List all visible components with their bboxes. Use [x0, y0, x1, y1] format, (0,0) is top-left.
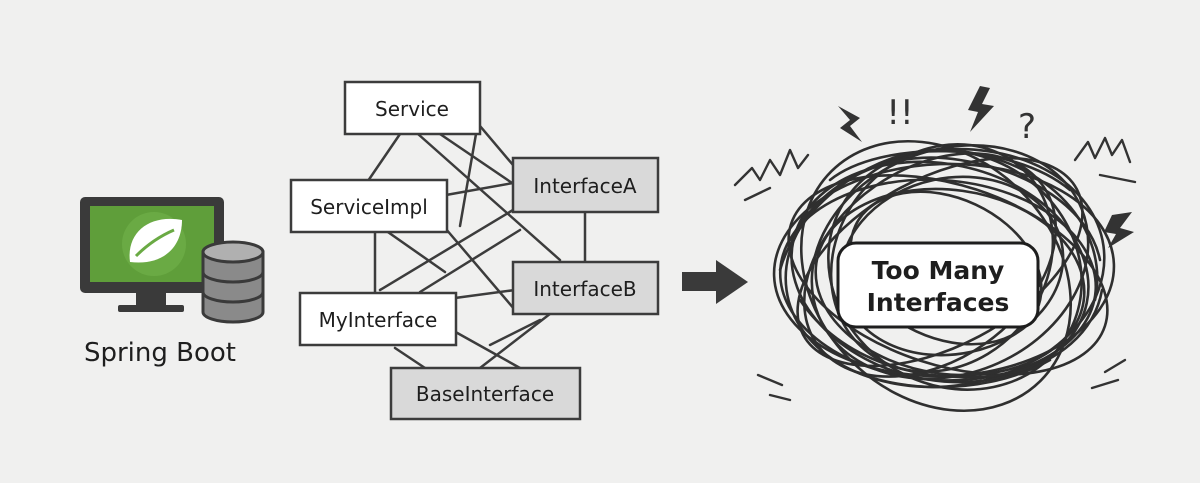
too-many-interfaces-line1: Too Many — [872, 256, 1005, 285]
node-interface-b: InterfaceB — [511, 260, 660, 316]
node-base-interface: BaseInterface — [389, 366, 582, 421]
node-my-interface-label: MyInterface — [319, 308, 438, 332]
node-interface-a-label: InterfaceA — [533, 174, 637, 198]
question-symbol: ? — [1018, 107, 1036, 147]
exclamation-symbol: !! — [886, 93, 913, 133]
connection-lines — [338, 124, 587, 370]
node-service-impl: ServiceImpl — [289, 178, 449, 234]
node-service: Service — [343, 80, 482, 136]
lightning-icon — [838, 86, 1134, 248]
node-base-interface-label: BaseInterface — [416, 382, 554, 406]
tangle-scribble — [772, 139, 1116, 413]
too-many-interfaces-box: Too Many Interfaces — [836, 241, 1040, 329]
spring-leaf-icon — [122, 212, 186, 276]
spring-boot-label: Spring Boot — [84, 338, 236, 368]
node-interface-b-label: InterfaceB — [533, 277, 636, 301]
scratch-marks — [733, 136, 1137, 402]
too-many-interfaces-line2: Interfaces — [867, 288, 1010, 317]
node-my-interface: MyInterface — [298, 291, 458, 347]
database-icon — [201, 240, 265, 324]
node-service-label: Service — [375, 97, 449, 121]
node-service-impl-label: ServiceImpl — [310, 195, 428, 219]
spring-boot-icon: Spring Boot — [80, 197, 265, 368]
arrow-right-icon — [682, 260, 748, 304]
node-interface-a: InterfaceA — [511, 156, 660, 214]
